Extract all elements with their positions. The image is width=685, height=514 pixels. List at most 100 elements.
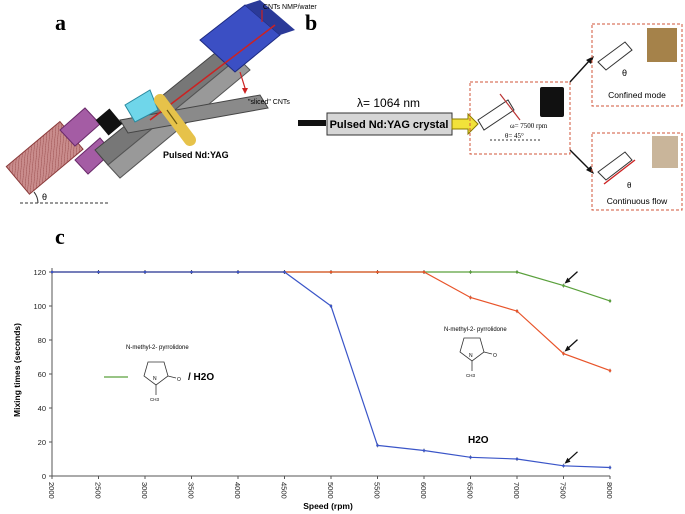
series-lines [50, 270, 612, 470]
data-point [329, 270, 333, 274]
annotation-arrow-head [564, 277, 571, 284]
sample-tube [5, 120, 84, 195]
series-line-0 [52, 271, 611, 302]
beam-arrow [451, 112, 479, 136]
data-point [469, 456, 472, 459]
h2o-label: H2O [468, 435, 489, 446]
legend-nmp-label: N-methyl-2- pyrrolidone [444, 327, 507, 333]
setup-box [469, 81, 571, 155]
x-tick-label: 2500 [94, 482, 103, 499]
panel-c-letter: c [55, 224, 65, 249]
nitrogen-left: N [153, 376, 157, 382]
focus-lens [124, 89, 159, 123]
panel-b-illustration: λ= 1064 nm Pulsed Nd:YAG crystal ω= 7500… [298, 23, 683, 211]
data-point [608, 299, 612, 303]
data-point [562, 284, 565, 287]
x-tick-label: 5000 [326, 482, 335, 499]
motor [199, 0, 295, 73]
confined-box [591, 23, 683, 107]
methyl-left: CH3 [150, 397, 159, 402]
data-point [608, 466, 612, 469]
data-point [422, 449, 426, 452]
data-point [422, 270, 426, 274]
laser-beam [149, 24, 276, 121]
panel-b-letter: b [305, 10, 317, 35]
y-tick-label: 80 [38, 336, 46, 345]
data-point [329, 304, 333, 308]
x-tick-label: 2000 [47, 482, 56, 499]
data-point [562, 352, 565, 355]
laser-head [298, 120, 326, 126]
methyl-right: CH3 [466, 373, 475, 378]
y-tick-label: 20 [38, 438, 46, 447]
y-axis-label: Mixing times (seconds) [12, 323, 22, 417]
data-point [562, 464, 565, 468]
nitrogen-right: N [469, 353, 473, 359]
y-tick-label: 0 [42, 472, 46, 481]
angle-theta: θ [42, 192, 47, 202]
data-point [469, 270, 472, 274]
panel-a-illustration: θ CNTs NMP/water "sliced" CNTs Pulsed Nd… [5, 0, 317, 204]
data-point [376, 444, 379, 447]
oxygen-right: O [493, 353, 497, 359]
x-tick-label: 7500 [559, 482, 568, 499]
laser-rod [154, 94, 196, 146]
data-point [143, 270, 147, 274]
data-point [50, 270, 54, 274]
x-axis-label: Speed (rpm) [303, 501, 353, 511]
y-tick-label: 40 [38, 404, 46, 413]
data-point [97, 270, 100, 274]
x-tick-label: 8000 [605, 482, 614, 499]
confined-label: Confined mode [608, 90, 666, 100]
x-tick-label: 4000 [233, 482, 242, 499]
vial-photo [540, 87, 564, 117]
data-point [236, 270, 240, 274]
series-line-1 [52, 271, 611, 372]
x-tick-label: 3000 [140, 482, 149, 499]
y-tick-label: 120 [33, 268, 46, 277]
nmp-structure-left: O N CH3 [143, 361, 181, 402]
angle-label: θ= 45° [505, 132, 524, 140]
y-ticks: 0 20 40 60 80 100 120 [33, 268, 52, 481]
annotation-arrows [564, 271, 578, 464]
series-line-2 [52, 271, 611, 469]
data-point [469, 296, 472, 299]
label-laser: Pulsed Nd:YAG [163, 150, 229, 160]
x-tick-label: 4500 [280, 482, 289, 499]
data-point [515, 270, 519, 274]
angle-arc [33, 191, 39, 204]
label-cnts-in: CNTs NMP/water [263, 4, 317, 11]
speed-label: ω= 7500 rpm [510, 122, 548, 130]
data-point [608, 369, 612, 372]
data-point [376, 270, 379, 274]
confined-photo [647, 28, 677, 62]
oxygen-left: O [177, 377, 181, 383]
continuous-theta: θ [627, 181, 632, 190]
x-tick-label: 3500 [187, 482, 196, 499]
legend-mix-suffix: / H2O [188, 372, 214, 383]
crystal-label: Pulsed Nd:YAG crystal [330, 119, 449, 131]
data-point [283, 270, 286, 274]
data-point [515, 309, 519, 313]
continuous-photo [652, 136, 678, 168]
continuous-label: Continuous flow [607, 196, 668, 206]
label-sliced: "sliced" CNTs [248, 99, 290, 106]
x-tick-label: 6500 [466, 482, 475, 499]
mixing-time-chart: 0 20 40 60 80 100 120 2000 2500 3000 3500 4000 4500… [12, 268, 614, 511]
x-tick-label: 5500 [373, 482, 382, 499]
legend-mix-label: N-methyl-2- pyrrolidone [126, 345, 189, 351]
cuvette [95, 108, 123, 136]
data-point [515, 457, 519, 461]
y-tick-label: 60 [38, 370, 46, 379]
panel-a-letter: a [55, 10, 66, 35]
tube-sketch [477, 93, 540, 141]
nmp-structure-right: O N CH3 [459, 337, 497, 378]
y-tick-label: 100 [33, 302, 46, 311]
annotation-arrow-head [564, 457, 571, 464]
data-point [190, 270, 193, 274]
annotation-arrow-head [564, 345, 571, 352]
confined-theta: θ [622, 68, 627, 78]
x-tick-label: 7000 [512, 482, 521, 499]
